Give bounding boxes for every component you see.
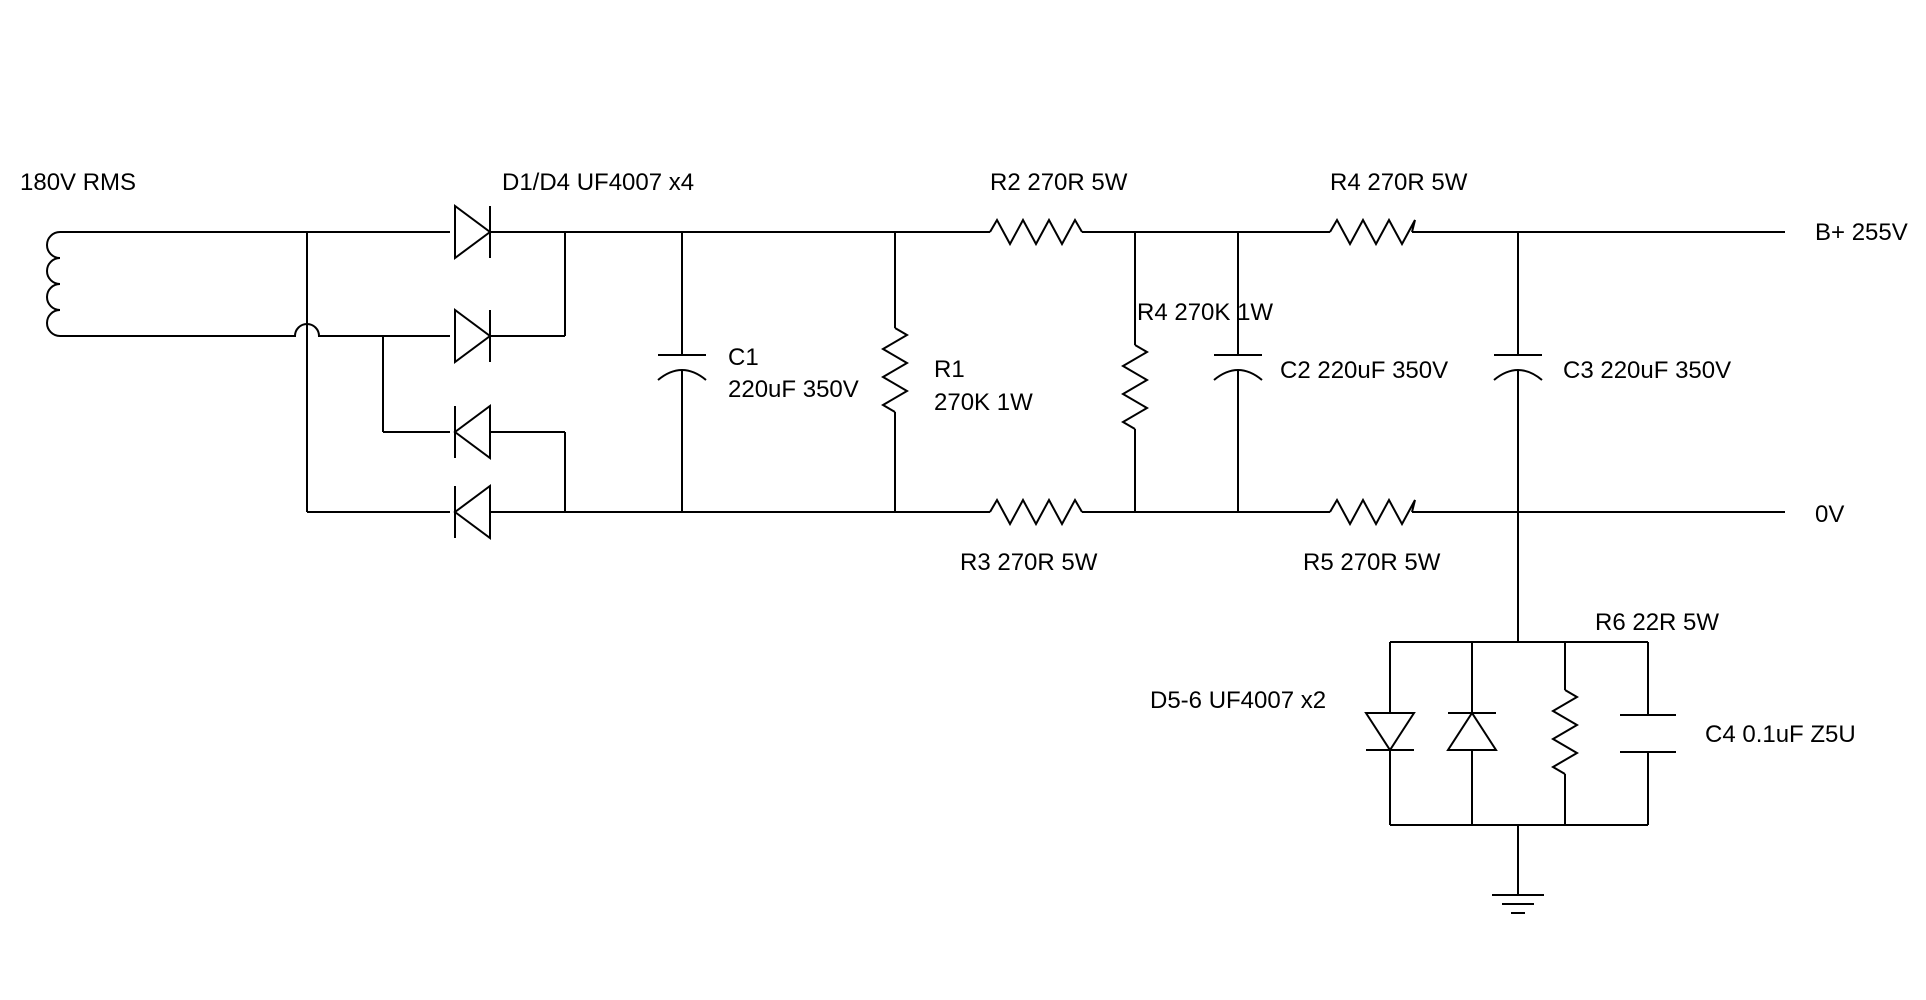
resistor-r6	[1551, 642, 1579, 825]
diode-d4	[453, 484, 491, 540]
diode-d2	[454, 308, 492, 364]
r5-label: R5 270R 5W	[1303, 549, 1441, 576]
c2-label: C2 220uF 350V	[1280, 357, 1448, 384]
resistor-r1	[881, 232, 909, 512]
r1-name-label: R1	[934, 356, 965, 383]
r1-value-label: 270K 1W	[934, 389, 1033, 416]
capacitor-c1	[657, 232, 707, 512]
capacitor-c4	[1620, 642, 1676, 825]
c3-label: C3 220uF 350V	[1563, 357, 1731, 384]
r6-label: R6 22R 5W	[1595, 609, 1719, 636]
resistor-r4-bleeder	[1121, 232, 1149, 512]
zero-v-label: 0V	[1815, 501, 1844, 528]
c1-name-label: C1	[728, 344, 759, 371]
capacitor-c3	[1493, 232, 1543, 512]
ground-lift-network	[1364, 512, 1676, 914]
diode-d3	[453, 404, 491, 460]
bridge-rectifier	[306, 204, 566, 540]
diode-d6	[1446, 642, 1498, 825]
resistor-r5	[1329, 497, 1416, 527]
transformer-secondary-coil	[46, 231, 450, 337]
ground-icon	[1492, 894, 1544, 914]
resistor-r3	[989, 497, 1083, 527]
b-plus-label: B+ 255V	[1815, 219, 1908, 246]
d5-6-label: D5-6 UF4007 x2	[1150, 687, 1326, 714]
r3-label: R3 270R 5W	[960, 549, 1098, 576]
r4-series-label: R4 270R 5W	[1330, 169, 1468, 196]
diode-d1	[454, 204, 492, 260]
r4-bleeder-label: R4 270K 1W	[1137, 299, 1273, 326]
transformer-label: 180V RMS	[20, 169, 136, 196]
capacitor-c2	[1213, 232, 1263, 512]
resistor-r4-series	[1329, 217, 1416, 247]
c1-value-label: 220uF 350V	[728, 376, 859, 403]
r2-label: R2 270R 5W	[990, 169, 1128, 196]
bridge-diodes-label: D1/D4 UF4007 x4	[502, 169, 694, 196]
diode-d5	[1364, 642, 1416, 825]
resistor-r2	[989, 217, 1083, 247]
c4-label: C4 0.1uF Z5U	[1705, 721, 1856, 748]
